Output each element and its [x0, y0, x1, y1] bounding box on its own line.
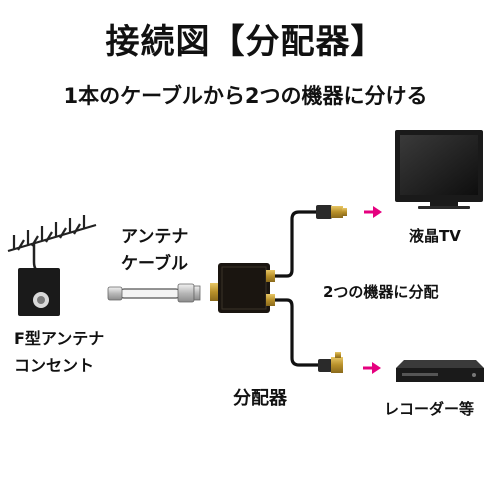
outlet-label-line2: コンセント	[14, 356, 95, 375]
page-title: 接続図【分配器】	[105, 22, 386, 62]
two-devices-label: 2つの機器に分配	[323, 283, 439, 301]
antenna-icon	[7, 215, 97, 274]
tv-label: 液晶TV	[409, 227, 461, 245]
recorder-label: レコーダー等	[384, 400, 475, 418]
splitter-output-cables	[272, 210, 318, 367]
antenna-cable-icon	[107, 283, 201, 303]
tv-connector-icon	[316, 205, 347, 219]
arrow-to-recorder-icon	[363, 362, 381, 374]
page-subtitle: 1本のケーブルから2つの機器に分ける	[63, 84, 428, 108]
recorder-connector-icon	[318, 352, 343, 373]
cable-label-line2: ケーブル	[121, 254, 188, 274]
splitter-icon	[210, 263, 275, 313]
cable-label-line1: アンテナ	[121, 227, 189, 247]
lcd-tv-icon	[395, 130, 483, 209]
recorder-icon	[396, 360, 484, 382]
arrow-to-tv-icon	[364, 206, 382, 218]
outlet-label-line1: F型アンテナ	[14, 329, 105, 348]
f-type-outlet-icon	[18, 268, 60, 316]
splitter-label: 分配器	[233, 388, 287, 409]
